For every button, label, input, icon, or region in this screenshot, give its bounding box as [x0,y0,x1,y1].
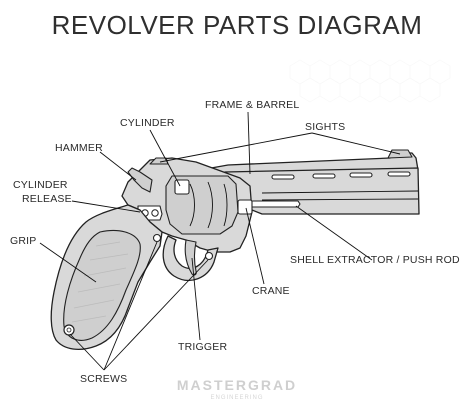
label-crane: CRANE [252,285,290,297]
watermark-logo: MASTERGRAD [177,377,297,393]
extractor-rod [249,200,301,208]
vent-port-1 [271,174,295,180]
trigger [184,239,197,276]
grip-panel [63,229,141,341]
leader-crane [245,207,265,285]
label-cylinder-release-line1: CYLINDER [13,179,68,191]
cylinder-flute-1 [189,183,195,227]
label-cylinder-release-line2: RELEASE [22,193,72,205]
leader-screws-2 [103,241,158,371]
cylinder-flute-2 [207,181,213,229]
leader-screws-3 [103,259,209,371]
label-sights: SIGHTS [305,121,345,133]
leader-cylinder-release [71,200,141,213]
barrel-lug-line [261,190,419,194]
screw-guard [204,251,214,261]
barrel-lug-line-2 [261,198,419,201]
leader-sights-rear [159,132,313,163]
label-screws: SCREWS [80,373,127,385]
diagram-title: REVOLVER PARTS DIAGRAM [52,10,423,40]
watermark-subtitle: ENGINEERING [210,395,263,401]
vent-port-4 [387,171,411,177]
screw-frame [152,233,162,243]
release-knob-2 [151,209,159,217]
label-hammer: HAMMER [55,142,103,154]
label-grip: GRIP [10,235,36,247]
rear-sight [149,157,169,165]
leader-lines [39,111,401,371]
leader-trigger [191,257,201,341]
cylinder-face [174,179,190,195]
cylinder-flute-3 [223,183,228,227]
label-frame-barrel: FRAME & BARREL [205,99,299,111]
leader-shell-extractor [295,205,373,261]
screw-grip-inner [66,327,72,333]
screw-grip [63,324,75,336]
leader-cylinder [149,129,181,187]
crane [237,199,253,215]
leader-sights-front [311,132,401,155]
leader-grip [39,242,97,283]
leader-screws-1 [69,333,105,371]
labels: FRAME & BARREL CYLINDER SIGHTS HAMMER CY… [10,99,460,385]
grip-texture [71,241,129,323]
label-trigger: TRIGGER [178,341,227,353]
vent-port-3 [349,172,373,178]
hex-background [289,59,451,103]
vent-port-2 [312,173,336,179]
label-shell-extractor: SHELL EXTRACTOR / PUSH ROD [290,254,460,266]
label-cylinder: CYLINDER [120,117,175,129]
trigger-guard [162,235,219,281]
leader-frame-barrel [247,111,251,175]
revolver [50,149,420,351]
leader-hammer [99,151,137,181]
